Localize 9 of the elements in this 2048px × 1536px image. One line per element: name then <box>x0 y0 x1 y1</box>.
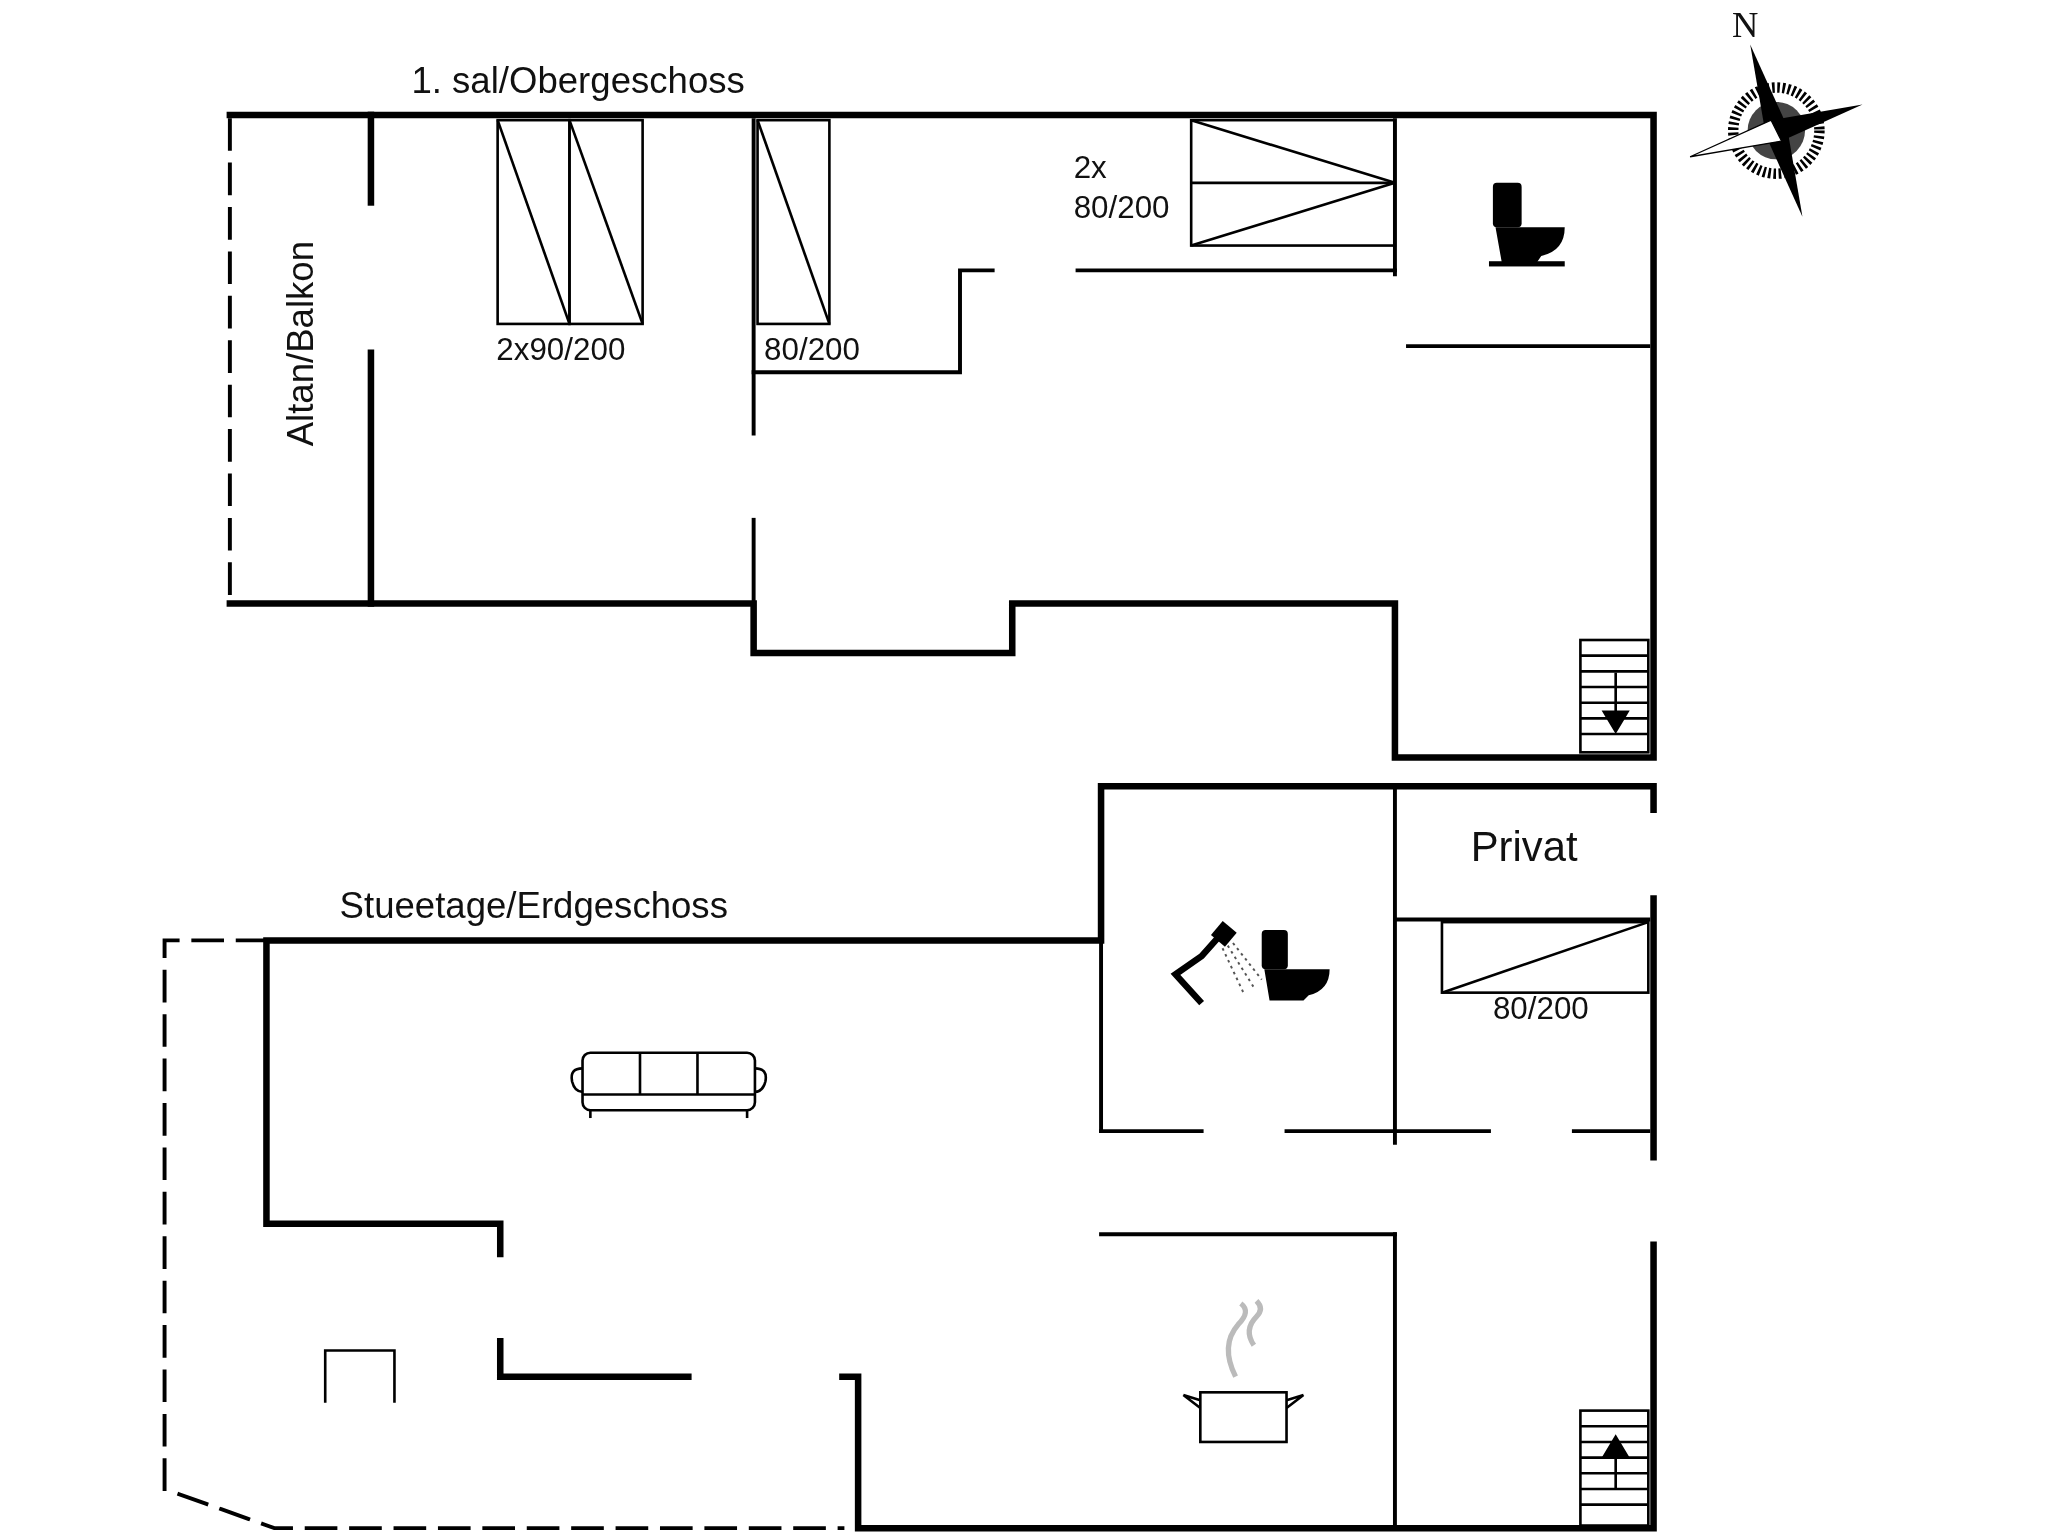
bed-size-label: 80/200 <box>1492 990 1589 1027</box>
floor-title: 1. sal/Obergeschoss <box>411 60 745 103</box>
bed-size-label: 80/200 <box>764 331 860 368</box>
bed-size-label: 2x 80/200 <box>1073 147 1171 227</box>
room-label: Privat <box>1470 822 1578 871</box>
bed-size-label: 2x90/200 <box>496 331 626 368</box>
floor-title: Stueetage/Erdgeschoss <box>339 885 728 928</box>
balcony-label: Altan/Balkon <box>279 240 321 447</box>
compass-north-letter: N <box>1731 3 1759 46</box>
